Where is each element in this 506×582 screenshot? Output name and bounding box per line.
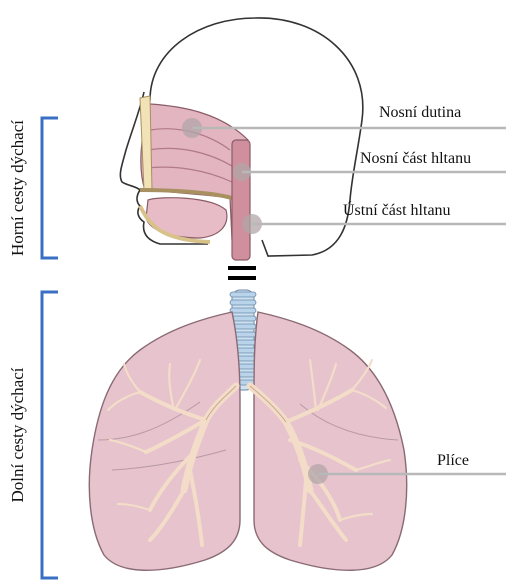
nasal-cavity-label: Nosní dutina	[379, 104, 461, 122]
pharynx-tube	[232, 140, 250, 260]
lungs-label: Plíce	[437, 452, 469, 470]
tongue	[146, 198, 227, 238]
trachea-ring	[230, 300, 256, 305]
lower-tract-label: Dolní cesty dýchací	[8, 355, 28, 515]
upper-tract-bracket	[42, 118, 58, 258]
trachea-ring	[230, 308, 256, 313]
break-mark-top	[228, 266, 256, 270]
lower-tract-bracket	[42, 292, 58, 578]
trachea-ring	[230, 292, 256, 297]
break-mark-bottom	[228, 276, 256, 280]
right-lung	[254, 312, 407, 570]
nasopharynx-label: Nosní část hltanu	[360, 150, 471, 168]
oropharynx-label: Ústní část hltanu	[343, 202, 451, 220]
upper-tract-label: Horní cesty dýchací	[8, 108, 28, 268]
